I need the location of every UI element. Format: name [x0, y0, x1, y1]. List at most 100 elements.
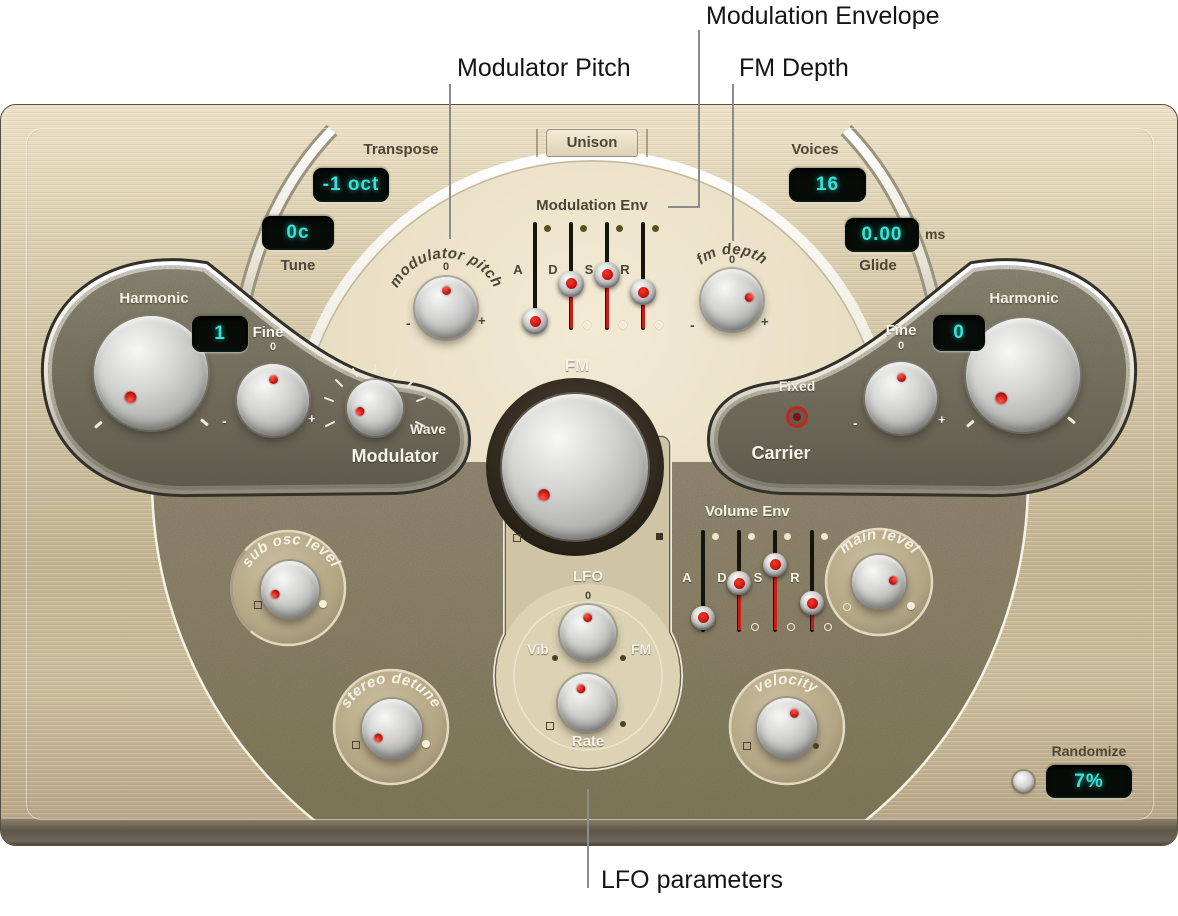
stereo-detune-min-mark — [352, 741, 360, 749]
panel-inner-outline — [26, 128, 1154, 820]
lfo-zero: 0 — [584, 590, 592, 602]
fm-depth-plus: + — [761, 314, 769, 329]
mod-env-a-label: A — [513, 262, 523, 277]
unison-left-divider — [536, 129, 538, 157]
velocity-max-mark — [813, 743, 819, 749]
fm-knob[interactable] — [502, 394, 648, 540]
lfo-vib-dot — [552, 655, 558, 661]
transpose-display[interactable]: -1 oct — [313, 168, 389, 202]
modulator-pitch-zero: 0 — [442, 261, 450, 273]
modulator-pitch-plus: + — [478, 313, 486, 328]
fixed-led-button[interactable] — [786, 406, 808, 428]
carrier-fine-minus: - — [853, 415, 858, 431]
lfo-title: LFO — [573, 568, 603, 585]
velocity-knob[interactable] — [757, 698, 817, 758]
modulator-fine-minus: - — [222, 413, 227, 429]
mod-env-d-label: D — [548, 262, 558, 277]
volume-env-title: Volume Env — [705, 503, 790, 520]
modulator-pitch-minus: - — [406, 315, 411, 331]
modulator-harmonic-knob[interactable] — [94, 316, 208, 430]
modulator-harmonic-label: Harmonic — [119, 290, 189, 307]
mod-env-attack-slider[interactable] — [522, 222, 551, 335]
main-level-max-mark — [907, 602, 915, 610]
transpose-label: Transpose — [363, 141, 439, 158]
slider-handle[interactable] — [522, 308, 548, 335]
slider-handle[interactable] — [558, 270, 584, 297]
vol-env-d-label: D — [717, 570, 727, 585]
fm-depth-zero: 0 — [728, 254, 736, 266]
carrier-harmonic-knob[interactable] — [966, 318, 1080, 432]
fm-depth-annotation: FM Depth — [739, 54, 849, 82]
sub-osc-level-knob[interactable] — [261, 561, 319, 619]
slider-handle[interactable] — [691, 605, 715, 630]
modulator-fine-label: Fine — [252, 324, 284, 341]
tune-label: Tune — [280, 257, 316, 274]
slider-handle[interactable] — [800, 591, 824, 616]
fm-depth-knob[interactable] — [701, 269, 763, 331]
glide-label: Glide — [859, 257, 897, 274]
fm-depth-callout-line — [732, 84, 734, 241]
mod-env-release-slider[interactable] — [630, 222, 663, 330]
lfo-fm-dot — [620, 655, 626, 661]
stereo-detune-knob[interactable] — [362, 699, 422, 759]
modulator-title: Modulator — [351, 446, 439, 466]
fm-min-mark — [513, 534, 521, 542]
modulator-pitch-annotation: Modulator Pitch — [457, 54, 631, 82]
modulator-pitch-knob[interactable] — [415, 277, 477, 339]
tune-display[interactable]: 0c — [262, 216, 334, 250]
glide-display[interactable]: 0.00 — [845, 218, 919, 252]
randomize-label: Randomize — [1051, 743, 1127, 759]
carrier-fine-zero: 0 — [897, 340, 905, 352]
randomize-display[interactable]: 7% — [1046, 765, 1132, 798]
slider-handle[interactable] — [630, 279, 656, 306]
wave-knob[interactable] — [347, 380, 403, 436]
glide-unit-label: ms — [925, 226, 946, 242]
bottom-bezel — [1, 819, 1177, 845]
lfo-knob[interactable] — [560, 605, 616, 661]
lfo-parameters-annotation: LFO parameters — [601, 866, 784, 894]
wave-label: Wave — [410, 421, 447, 437]
modulator-pitch-callout-line — [449, 84, 451, 239]
sub-osc-min-mark — [254, 601, 262, 609]
mod-env-r-label: R — [620, 262, 630, 277]
modulator-fine-plus: + — [308, 411, 316, 426]
voices-display[interactable]: 16 — [789, 168, 866, 202]
lfo-rate-knob[interactable] — [558, 674, 616, 732]
slider-handle[interactable] — [594, 261, 620, 288]
slider-handle[interactable] — [727, 571, 751, 596]
vol-env-a-label: A — [682, 570, 692, 585]
vol-env-s-label: S — [753, 570, 763, 585]
modulator-harmonic-display[interactable]: 1 — [192, 316, 248, 352]
vol-env-release-slider[interactable] — [799, 530, 832, 632]
mod-env-callout-line — [698, 30, 700, 207]
carrier-fine-plus: + — [938, 412, 946, 427]
vol-env-sustain-slider[interactable] — [762, 530, 795, 632]
rate-max-mark — [620, 721, 626, 727]
fm-max-mark — [656, 533, 663, 540]
carrier-harmonic-label: Harmonic — [989, 290, 1059, 307]
carrier-fine-label: Fine — [885, 322, 917, 339]
mod-env-s-label: S — [584, 262, 594, 277]
modulation-envelope-annotation: Modulation Envelope — [706, 2, 940, 30]
mod-env-decay-slider[interactable] — [558, 222, 591, 330]
main-level-min-mark — [843, 603, 851, 611]
main-level-knob[interactable] — [852, 555, 906, 609]
unison-button[interactable]: Unison — [546, 129, 638, 157]
slider-handle[interactable] — [763, 552, 787, 577]
mod-env-callout-elbow — [668, 206, 700, 208]
carrier-harmonic-display[interactable]: 0 — [933, 315, 985, 351]
lfo-fm-label: FM — [630, 641, 652, 657]
modulator-fine-knob[interactable] — [237, 364, 309, 436]
unison-right-divider — [646, 129, 648, 157]
mod-env-sustain-slider[interactable] — [594, 222, 627, 330]
fm-label: FM — [564, 356, 590, 375]
fm-depth-minus: - — [690, 317, 695, 333]
modulator-fine-zero: 0 — [269, 341, 277, 353]
vol-env-decay-slider[interactable] — [726, 530, 759, 632]
vol-env-attack-slider[interactable] — [690, 530, 719, 632]
randomize-button[interactable] — [1013, 771, 1034, 792]
vol-env-r-label: R — [790, 570, 800, 585]
stereo-detune-max-mark — [422, 740, 430, 748]
carrier-fine-knob[interactable] — [865, 362, 937, 434]
